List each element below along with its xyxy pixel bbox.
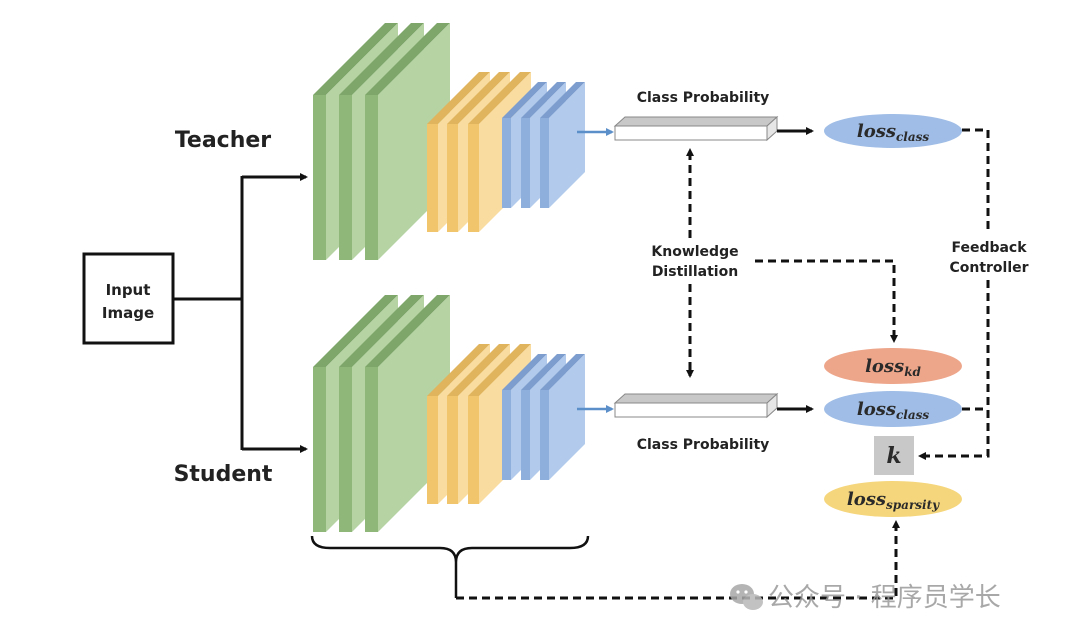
- input-image-box: Input Image: [82, 252, 175, 345]
- student-loss-main: loss: [857, 399, 896, 420]
- loss-sparsity-sub: sparsity: [886, 498, 940, 512]
- watermark: 公众号 · 程序员学长: [730, 583, 1001, 613]
- sparsity-connector: [456, 520, 900, 600]
- input-split-arrows: [173, 173, 308, 453]
- k-box: k: [874, 436, 914, 475]
- teacher-class-probability-bar: [613, 115, 779, 142]
- k-label: k: [886, 443, 901, 469]
- loss-sparsity-main: loss: [847, 489, 886, 510]
- feedback-controller-connector: [918, 128, 990, 460]
- conv-layer-blue: [540, 82, 585, 208]
- input-label-line2: Image: [102, 304, 154, 322]
- student-loss-sub: class: [896, 408, 929, 422]
- kd-label-line2: Distillation: [652, 264, 738, 280]
- teacher-network: [313, 23, 585, 260]
- teacher-loss-class: lossclass: [824, 114, 962, 148]
- student-label: Student: [174, 462, 273, 487]
- conv-layer-blue: [540, 354, 585, 480]
- knowledge-distillation-connector: [686, 148, 898, 378]
- teacher-loss-sub: class: [896, 130, 929, 144]
- svg-text:lossclass: lossclass: [857, 121, 930, 144]
- student-loss-kd: losskd: [824, 348, 962, 384]
- svg-text:losssparsity: losssparsity: [847, 489, 940, 512]
- student-network: [313, 295, 585, 532]
- student-class-probability-label: Class Probability: [637, 437, 770, 453]
- student-loss-class: lossclass: [824, 391, 962, 427]
- student-network-brace: [310, 535, 590, 563]
- watermark-text: 公众号 · 程序员学长: [768, 583, 1001, 613]
- feedback-label-line2: Controller: [949, 260, 1028, 276]
- svg-text:lossclass: lossclass: [857, 399, 930, 422]
- wechat-icon: [730, 584, 763, 610]
- loss-kd-sub: kd: [904, 365, 921, 379]
- student-class-probability-bar: [613, 392, 779, 419]
- teacher-label: Teacher: [175, 128, 271, 153]
- teacher-class-probability-label: Class Probability: [637, 90, 770, 106]
- loss-kd-main: loss: [865, 356, 904, 377]
- svg-text:losskd: losskd: [865, 356, 921, 379]
- feedback-label-line1: Feedback: [951, 240, 1027, 256]
- input-label-line1: Input: [106, 281, 151, 299]
- teacher-loss-main: loss: [857, 121, 896, 142]
- kd-label-line1: Knowledge: [651, 244, 738, 260]
- loss-sparsity: losssparsity: [824, 481, 962, 517]
